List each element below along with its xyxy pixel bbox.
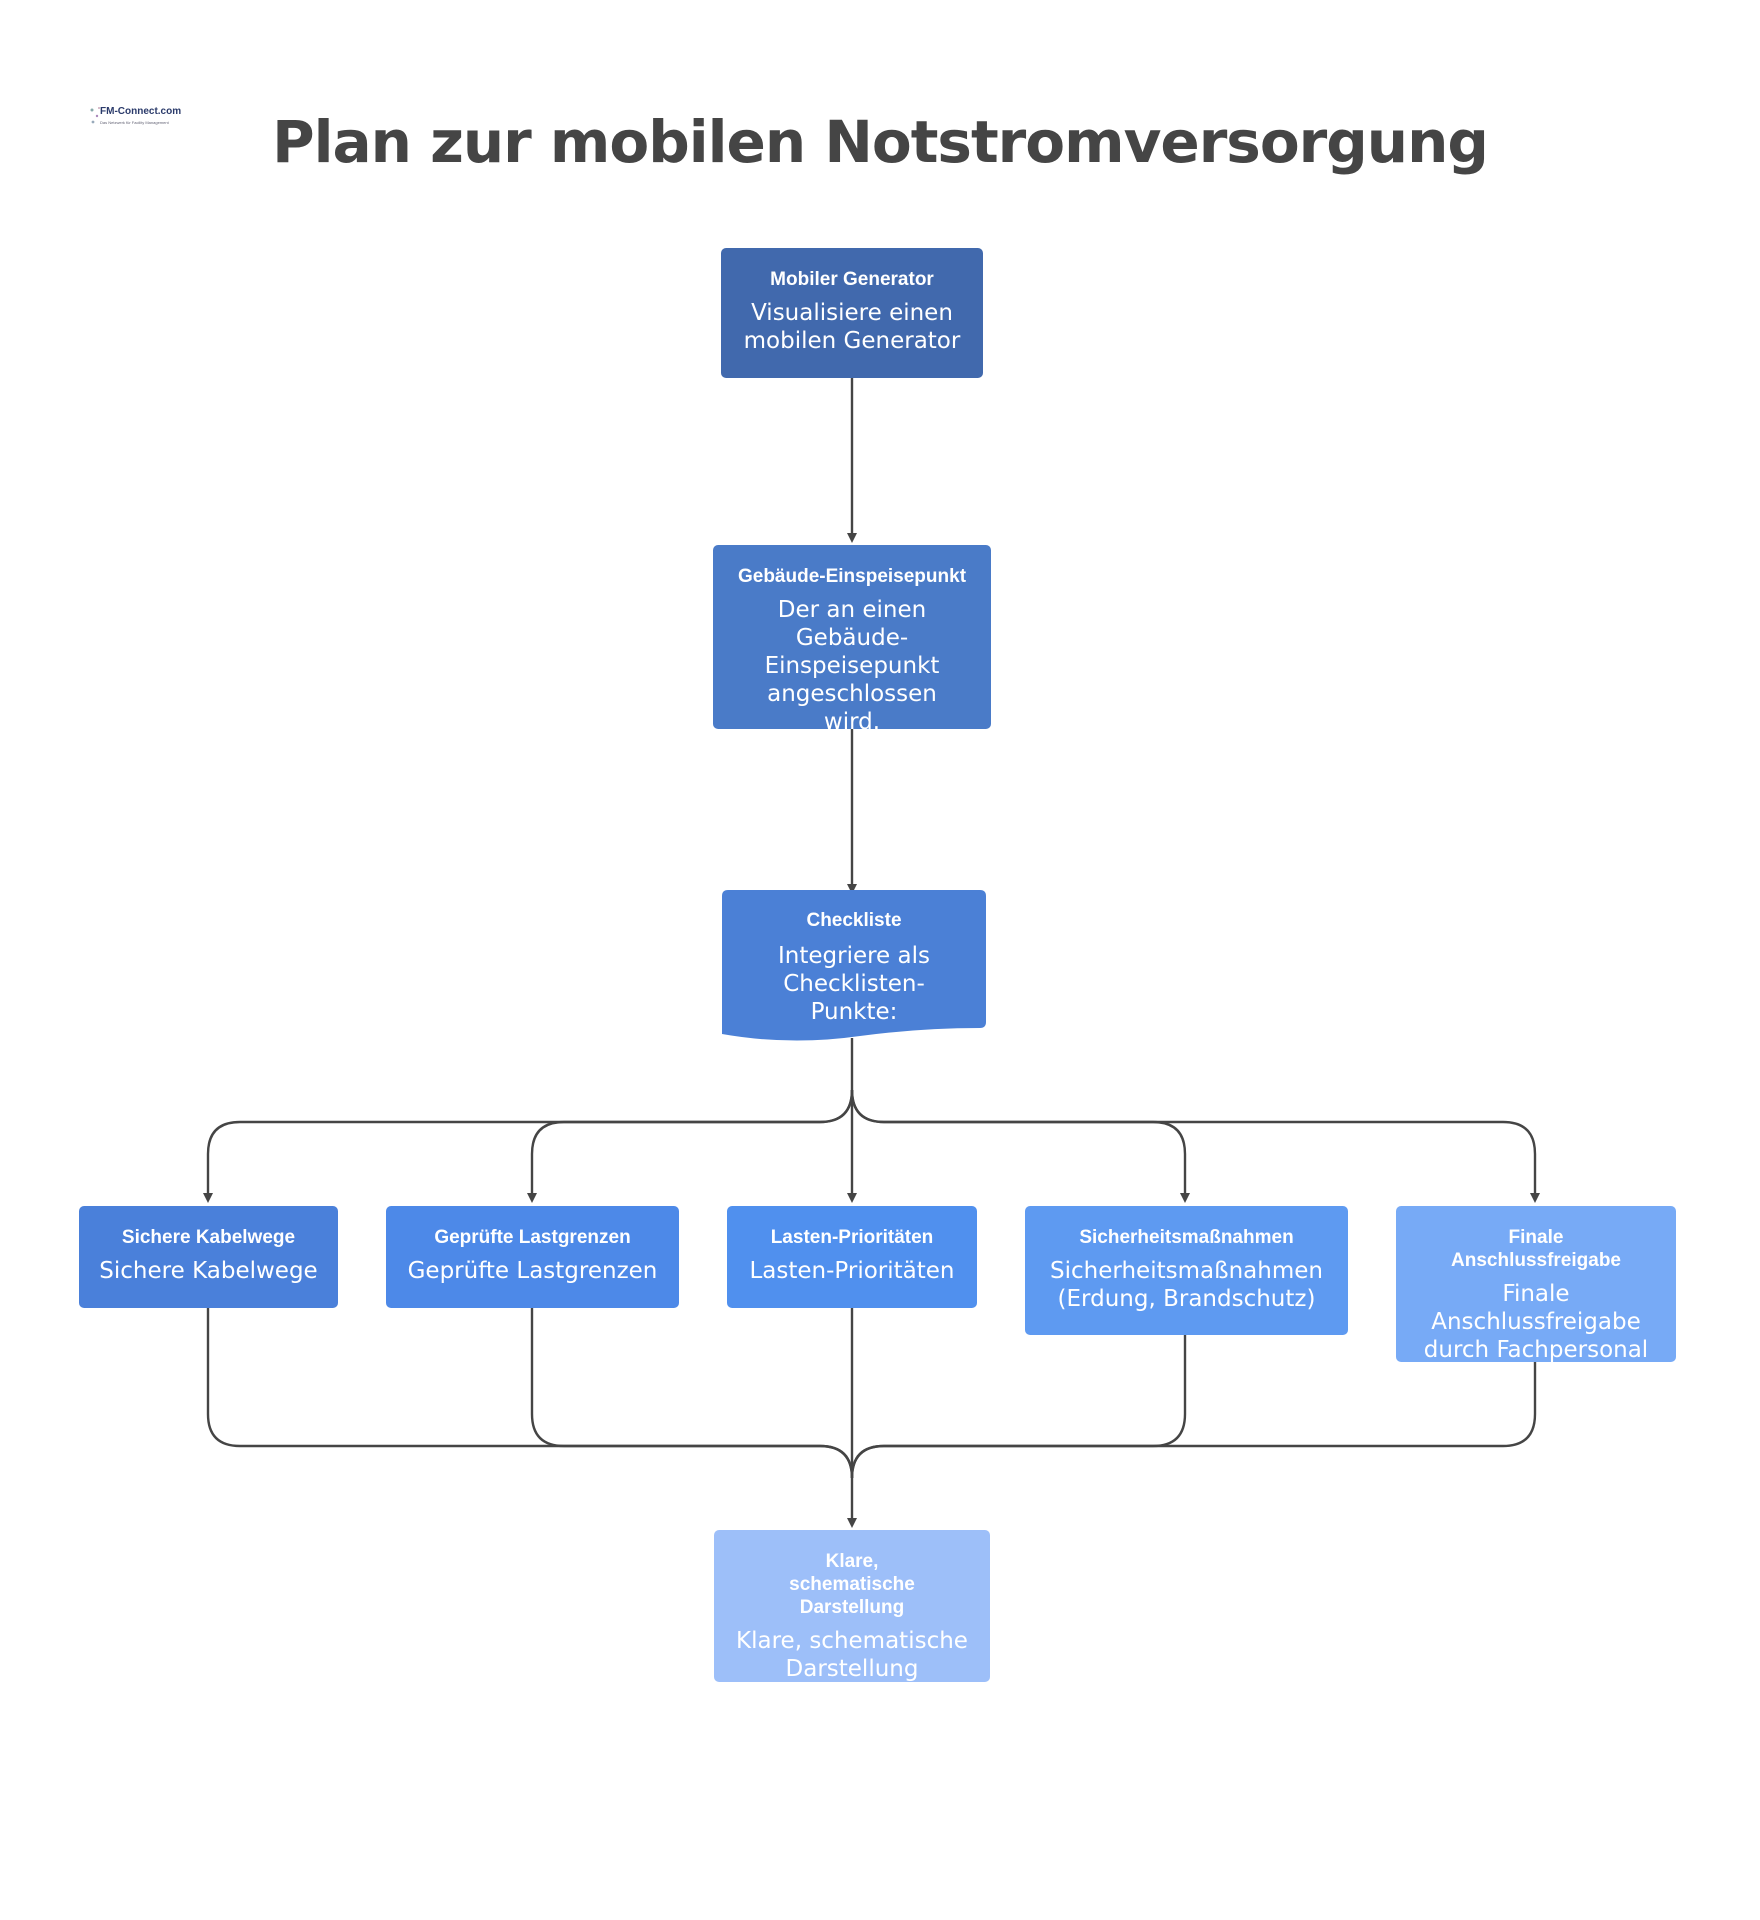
- node-title: Gebäude-Einspeisepunkt: [737, 566, 967, 587]
- connector-to-kabelwege: [203, 1089, 854, 1203]
- node-description: Lasten-Prioritäten: [749, 1258, 955, 1284]
- node-description: Geprüfte Lastgrenzen: [407, 1258, 658, 1284]
- connector-to-lastgrenzen: [527, 1089, 854, 1203]
- logo-text: FM-Connect.com: [100, 106, 182, 117]
- checkliste-document-shape: [722, 890, 986, 1041]
- node-title: Sichere Kabelwege: [121, 1227, 296, 1248]
- node-title: Geprüfte Lastgrenzen: [434, 1227, 631, 1248]
- node-finale-anschlussfreigabe: Finale Anschlussfreigabe Finale Anschlus…: [1396, 1206, 1676, 1363]
- node-description: Finale Anschlussfreigabe durch Fachperso…: [1423, 1281, 1649, 1363]
- node-description: Sichere Kabelwege: [99, 1258, 318, 1284]
- node-sichere-kabelwege: Sichere Kabelwege Sichere Kabelwege: [79, 1206, 338, 1308]
- connector-to-sicherheit: [850, 1089, 1190, 1203]
- node-checkliste: Checkliste Integriere als Checklisten-Pu…: [722, 890, 986, 1030]
- node-gepruefte-lastgrenzen: Geprüfte Lastgrenzen Geprüfte Lastgrenze…: [386, 1206, 679, 1308]
- node-description: Visualisiere einen mobilen Generator: [743, 300, 961, 354]
- node-title: Finale Anschlussfreigabe: [1451, 1227, 1621, 1271]
- page-title: Plan zur mobilen Notstromversorgung: [272, 108, 1489, 176]
- node-gebaeude-einspeisepunkt: Gebäude-Einspeisepunkt Der an einen Gebä…: [713, 545, 991, 735]
- node-description: Integriere als Checklisten-Punkte:: [777, 943, 930, 1025]
- node-sicherheitsmassnahmen: Sicherheitsmaßnahmen Sicherheitsmaßnahme…: [1025, 1206, 1348, 1335]
- node-title: Checkliste: [806, 910, 902, 931]
- node-title: Lasten-Prioritäten: [770, 1227, 934, 1248]
- logo-subtext: Das Netzwerk für Facility Management: [100, 120, 169, 125]
- node-title: Sicherheitsmaßnahmen: [1079, 1227, 1294, 1248]
- node-title: Mobiler Generator: [770, 269, 934, 290]
- logo-sparkle-icon: [90, 107, 100, 124]
- logo: FM-Connect.com Das Netzwerk für Facility…: [88, 100, 181, 136]
- node-klare-schematische-darstellung: Klare, schematische Darstellung Klare, s…: [714, 1530, 990, 1682]
- node-lasten-prioritaeten: Lasten-Prioritäten Lasten-Prioritäten: [727, 1206, 977, 1308]
- connector-to-freigabe: [850, 1089, 1540, 1203]
- node-description: Klare, schematische Darstellung: [736, 1628, 968, 1682]
- connector-from-sicherheit: [850, 1335, 1187, 1479]
- connector-from-kabelwege: [206, 1308, 854, 1479]
- node-description: Sicherheitsmaßnahmen (Erdung, Brandschut…: [1050, 1258, 1323, 1312]
- node-mobiler-generator: Mobiler Generator Visualisiere einen mob…: [721, 248, 983, 378]
- connector-from-freigabe: [850, 1362, 1537, 1479]
- node-title: Klare, schematische Darstellung: [789, 1551, 915, 1618]
- node-description: Der an einen Gebäude-Einspeisepunkt ange…: [764, 597, 940, 735]
- connector-from-lastgrenzen: [530, 1308, 854, 1479]
